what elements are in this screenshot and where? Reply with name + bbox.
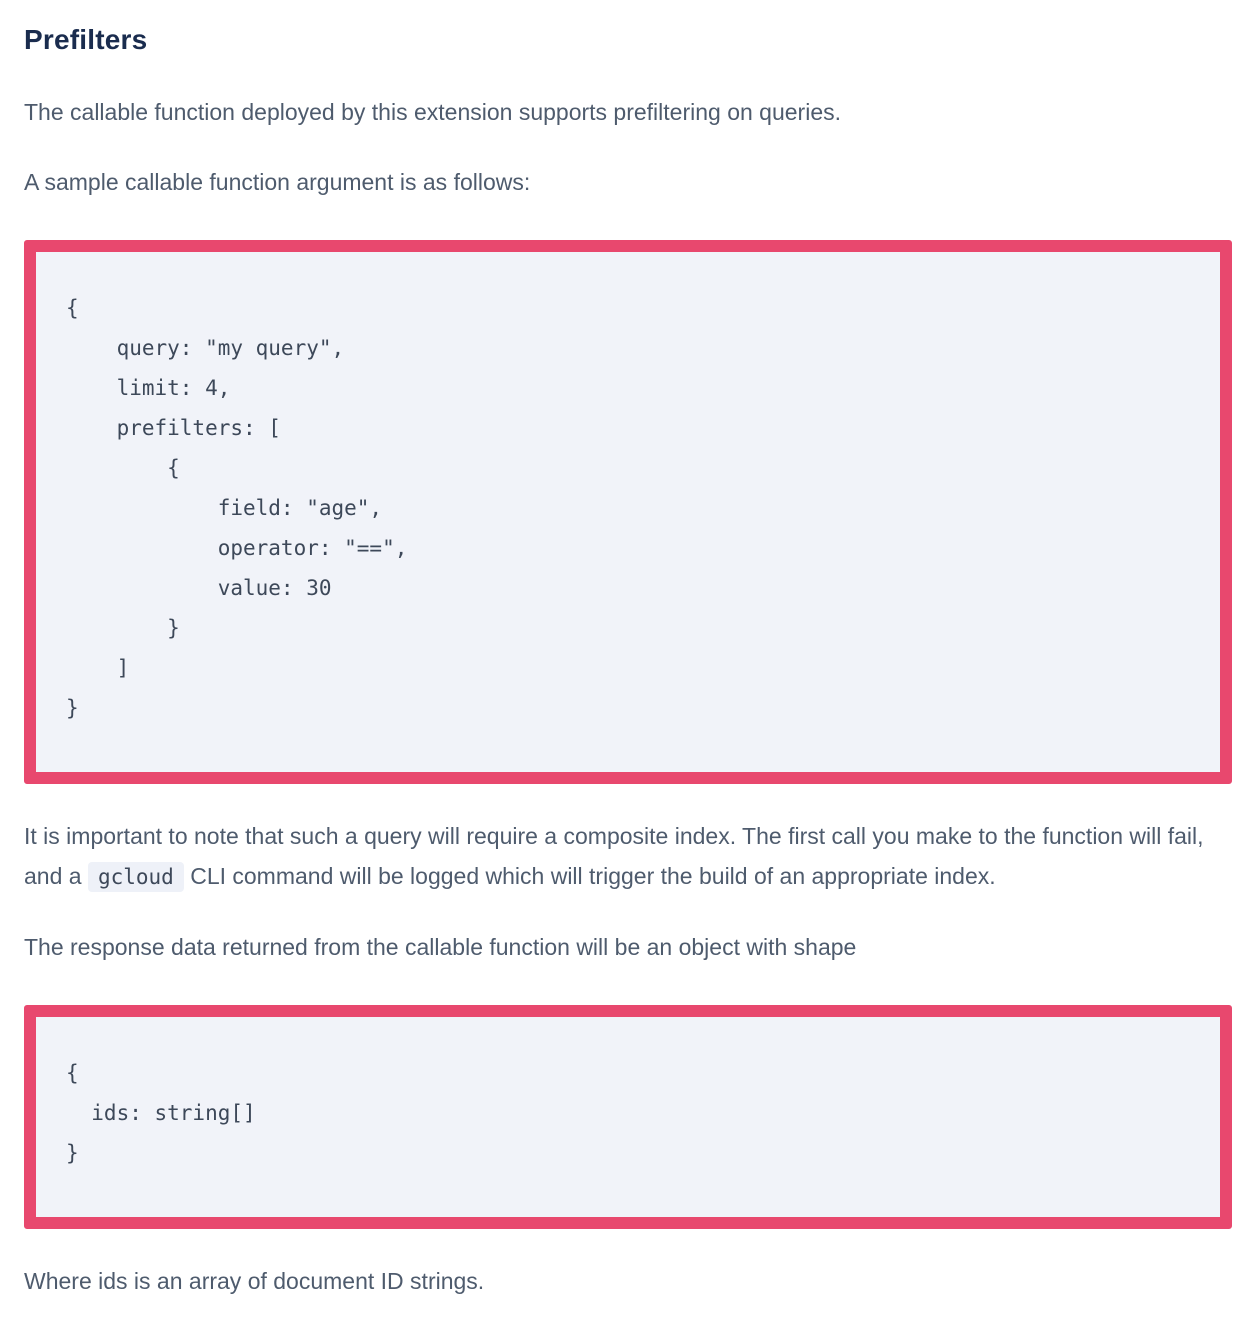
intro-paragraph: The callable function deployed by this e… xyxy=(24,99,841,125)
code-sample-argument: { query: "my query", limit: 4, prefilter… xyxy=(66,296,408,720)
code-response-shape: { ids: string[] } xyxy=(66,1061,256,1165)
code-block-response-shape: { ids: string[] } xyxy=(24,1005,1232,1229)
index-note-text-after: CLI command will be logged which will tr… xyxy=(183,863,996,889)
ids-note-paragraph: Where ids is an array of document ID str… xyxy=(24,1268,485,1294)
index-note-paragraph: It is important to note that such a quer… xyxy=(24,816,1232,897)
code-block-sample-argument: { query: "my query", limit: 4, prefilter… xyxy=(24,240,1232,784)
gcloud-inline-code: gcloud xyxy=(87,862,184,892)
response-lead-paragraph: The response data returned from the call… xyxy=(24,934,857,960)
page-title: Prefilters xyxy=(24,24,148,55)
sample-lead-paragraph: A sample callable function argument is a… xyxy=(24,169,531,195)
index-note-text-before: It is important to note that such a quer… xyxy=(24,823,1204,889)
